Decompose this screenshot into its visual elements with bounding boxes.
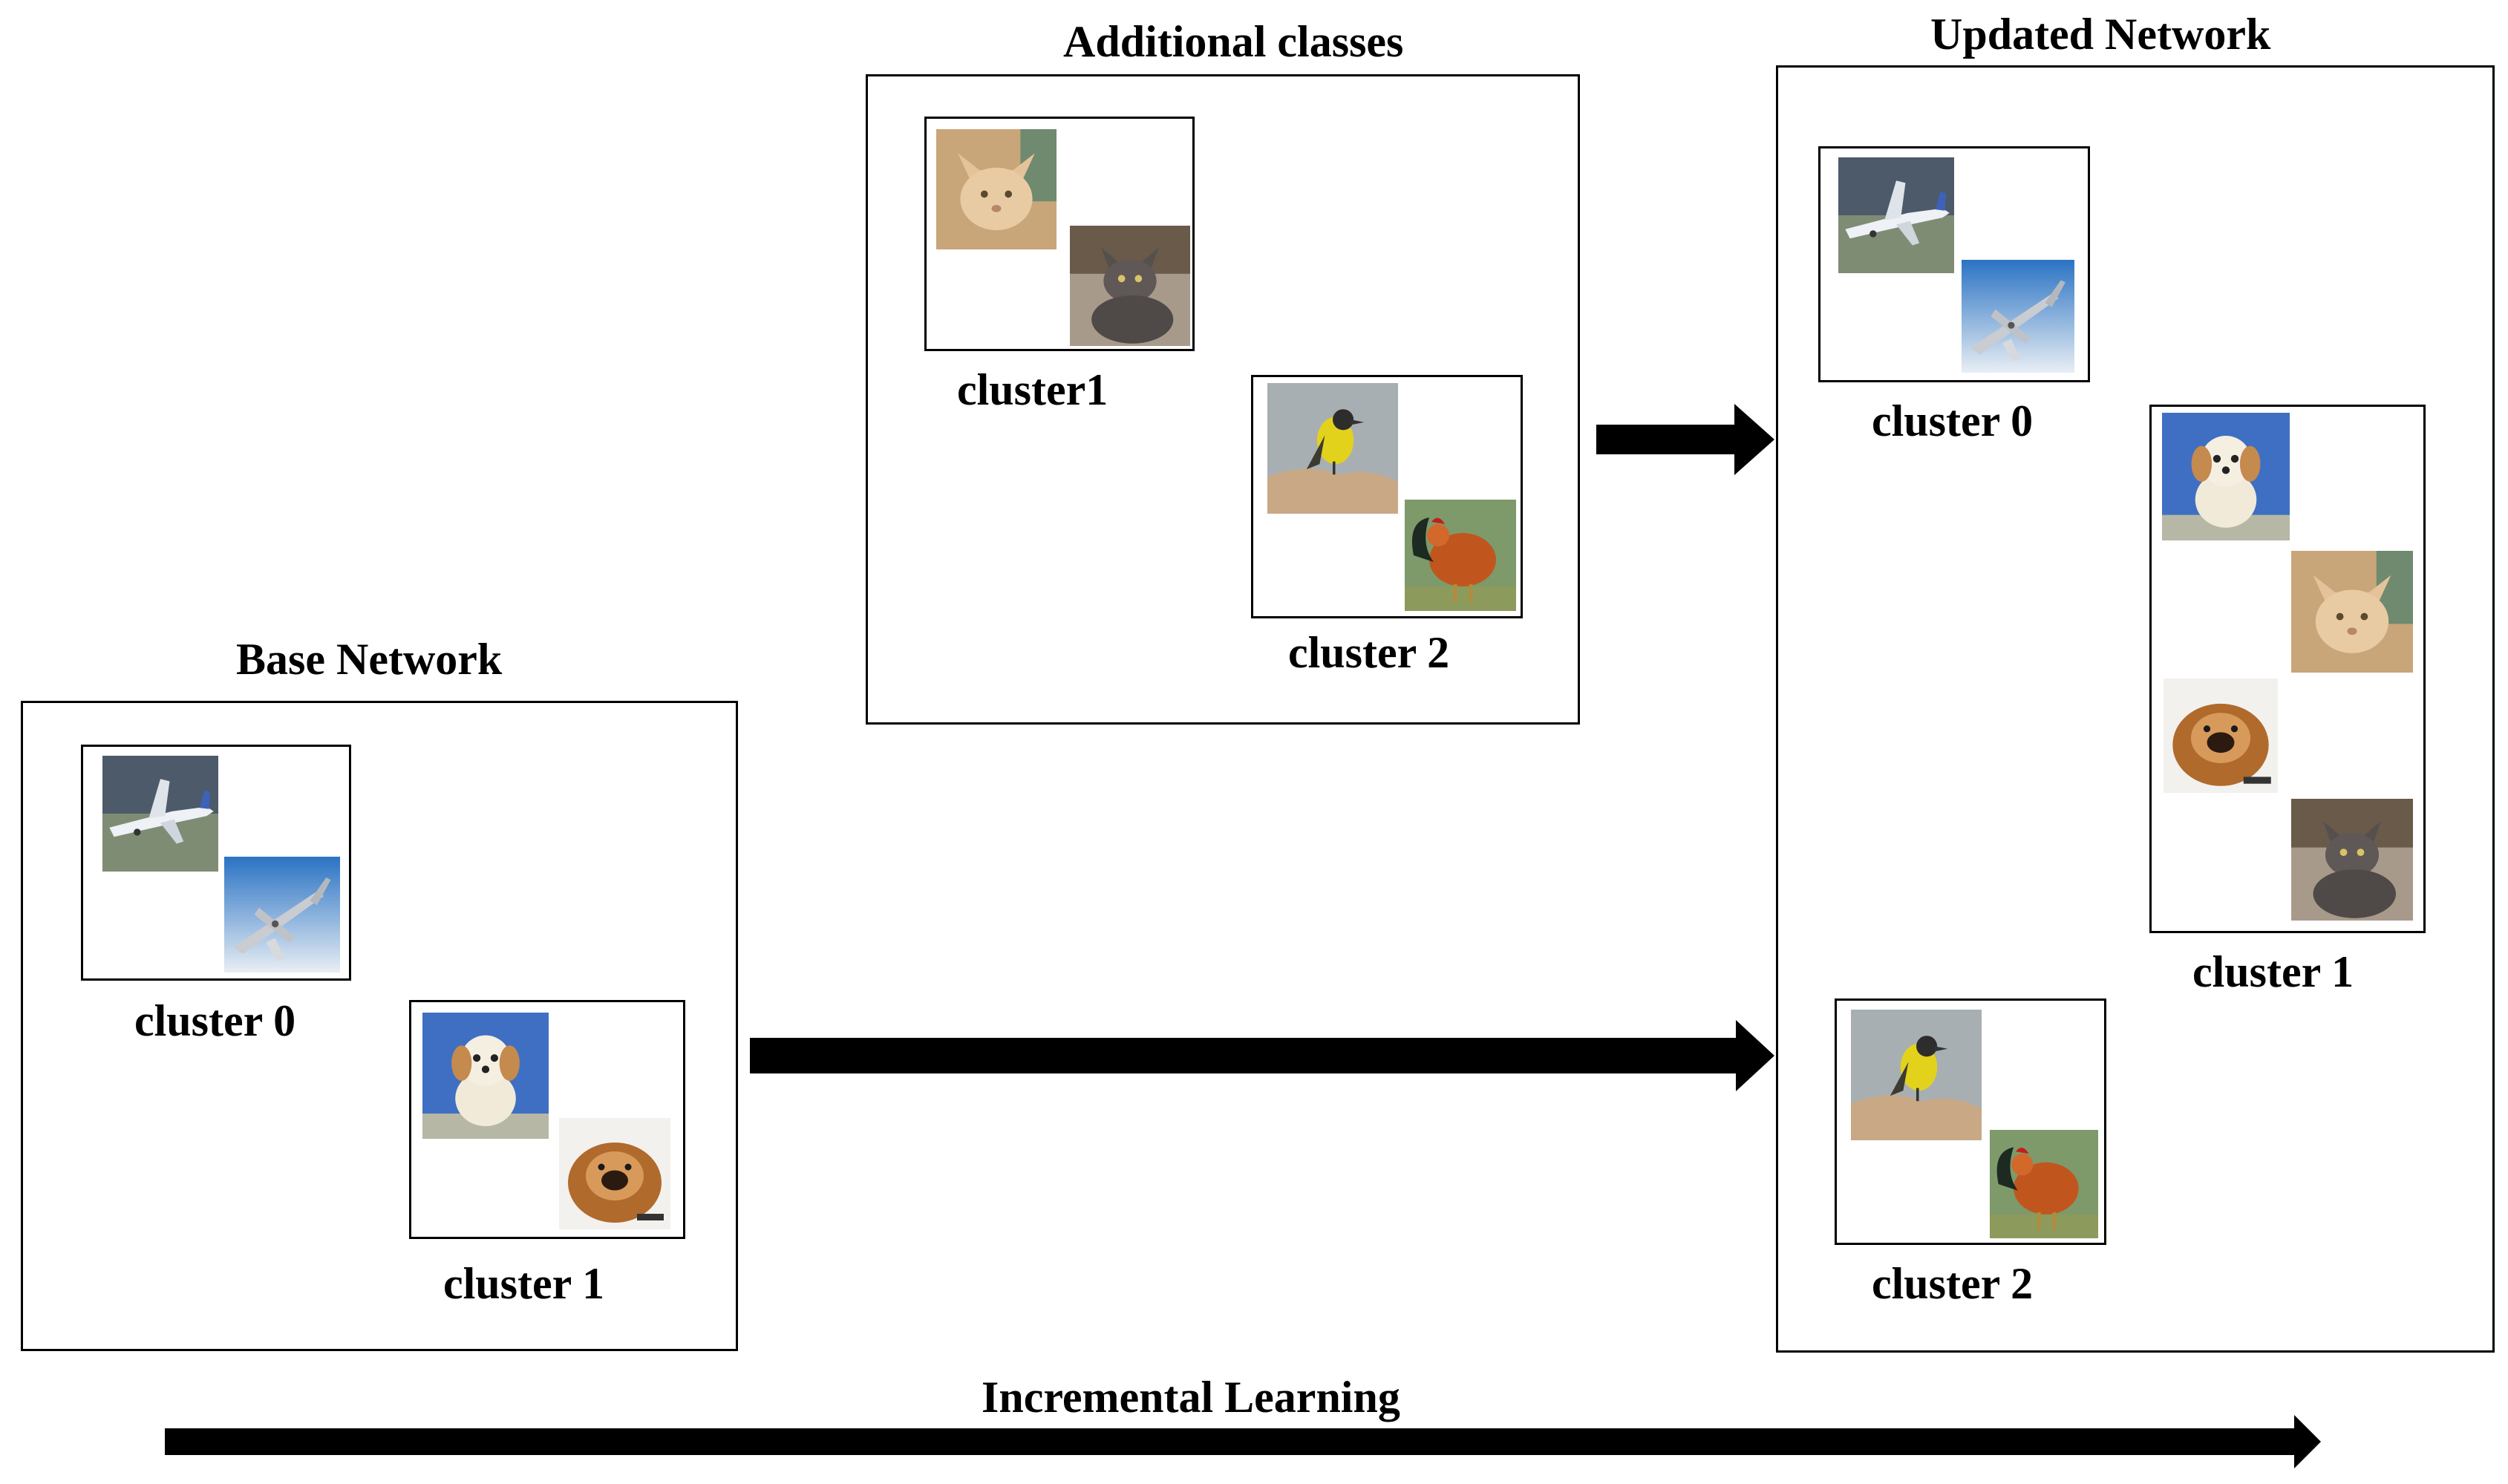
cluster-box: [409, 1000, 685, 1239]
cluster-box: [81, 745, 351, 981]
cat-image: [2291, 551, 2413, 673]
cat-image: [1069, 226, 1191, 346]
dog-image: [2162, 679, 2279, 793]
updated-network-title: Updated Network: [1930, 10, 2271, 59]
cluster-box: [2149, 405, 2426, 933]
airplane-image: [1962, 260, 2074, 373]
cluster-box: [924, 117, 1195, 351]
arrow-right-icon: [750, 1020, 1774, 1091]
rooster-image: [1988, 1130, 2100, 1238]
cluster-label: cluster1: [957, 365, 1108, 414]
base-network-panel: cluster 0 cluster 1: [21, 701, 738, 1351]
airplane-image: [1838, 157, 1954, 273]
cluster-label: cluster 1: [2192, 947, 2354, 996]
additional-classes-title: Additional classes: [1063, 17, 1404, 66]
bird-image: [1850, 1010, 1982, 1140]
cluster-label: cluster 1: [443, 1259, 605, 1308]
cluster-label: cluster 0: [1872, 396, 2034, 445]
cluster-box: [1835, 998, 2106, 1245]
airplane-image: [224, 857, 340, 973]
arrow-right-icon: [1596, 404, 1774, 475]
incremental-learning-label: Incremental Learning: [982, 1373, 1400, 1422]
dog-image: [2162, 413, 2290, 540]
cat-image: [2291, 799, 2413, 921]
arrow-right-icon: [165, 1415, 2321, 1468]
cluster-box: [1251, 375, 1523, 618]
cluster-label: cluster 2: [1288, 628, 1450, 677]
cat-image: [935, 129, 1057, 249]
updated-network-panel: cluster 0 cluster 1 cluster 2: [1776, 65, 2495, 1353]
dog-image: [422, 1013, 549, 1139]
rooster-image: [1405, 499, 1516, 612]
cluster-box: [1818, 146, 2090, 382]
cluster-label: cluster 2: [1872, 1259, 2034, 1308]
base-network-title: Base Network: [236, 635, 503, 684]
cluster-label: cluster 0: [134, 996, 296, 1045]
airplane-image: [102, 756, 218, 872]
dog-image: [557, 1118, 673, 1229]
bird-image: [1267, 383, 1399, 514]
additional-classes-panel: cluster1 cluster 2: [866, 74, 1580, 725]
